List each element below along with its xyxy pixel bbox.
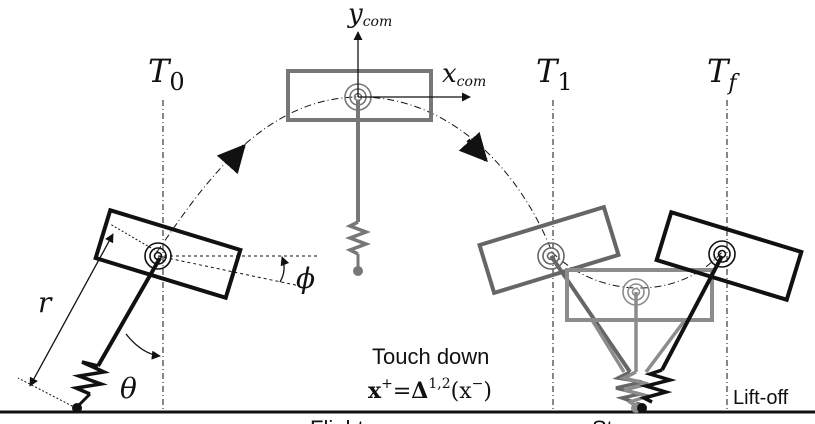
robot-touchdown-com-icon (537, 242, 565, 270)
robot-touchdown (477, 204, 643, 412)
robot-midstance-leg-left (590, 319, 626, 373)
tf-label: Tf (707, 52, 740, 96)
y-com-label: ycom (347, 0, 392, 30)
robot-midstance (565, 268, 714, 413)
r-label: r (38, 286, 53, 319)
flight-phase-label: Flight (310, 416, 364, 424)
robot-touchdown-body (477, 204, 621, 296)
robot-t0-foot (72, 403, 82, 413)
touch-down-label: Touch down (372, 344, 489, 369)
robot-apex-foot (353, 266, 363, 276)
robot-t0-leg (96, 257, 162, 367)
robot-touchdown-spring (612, 370, 643, 404)
trajectory-arrow-up (216, 143, 246, 175)
robot-apex (286, 69, 433, 276)
robot-t0 (69, 207, 243, 413)
t1-label: T1 (536, 52, 573, 96)
t0-label: T0 (148, 52, 185, 96)
robot-liftoff-com-icon (708, 240, 736, 268)
trajectory-arrow-down (458, 131, 488, 163)
robot-liftoff-spring (639, 368, 677, 404)
robot-midstance-leg-right (644, 318, 687, 374)
robot-midstance-body (565, 268, 714, 322)
phi-label: ϕ (296, 262, 315, 295)
r-dimension-line (29, 233, 114, 387)
robot-liftoff (637, 209, 804, 413)
phi-body-axis (157, 255, 301, 287)
phi-arc (279, 256, 290, 283)
robot-t0-body (93, 207, 243, 301)
x-com-label: xcom (442, 59, 486, 90)
robot-midstance-spring (618, 370, 655, 408)
lift-off-label: Lift-off (733, 387, 789, 409)
flight-trajectory (156, 96, 553, 253)
robot-touchdown-leg (549, 254, 632, 374)
robot-liftoff-foot (637, 403, 647, 413)
robot-liftoff-body (654, 209, 804, 303)
stance-phase-label: Stance (592, 416, 661, 424)
r-extension-bottom (17, 377, 77, 409)
theta-arc (125, 333, 161, 360)
theta-label: θ (120, 372, 137, 405)
reset-map-equation: x+=Δ1,2(x−) (368, 376, 492, 404)
robot-apex-spring (345, 220, 371, 256)
r-extension-top (109, 223, 159, 253)
robot-liftoff-leg (660, 255, 724, 371)
robot-midstance-com-icon (622, 278, 650, 306)
